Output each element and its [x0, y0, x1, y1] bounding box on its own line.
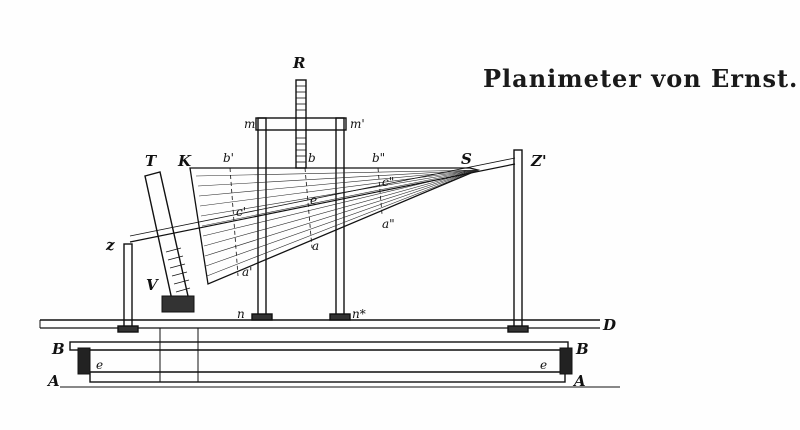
end-clamp-left [77, 347, 91, 375]
spindle-r [295, 79, 307, 169]
label-z-prime: Z' [530, 152, 547, 170]
columns [117, 117, 529, 333]
beam-b-body [79, 349, 563, 373]
label-b-prime: b' [223, 151, 234, 165]
label-b-dprime: b" [372, 151, 385, 165]
label-c-prime: c' [236, 205, 246, 219]
plate-title: Planimeter von Ernst. [483, 64, 799, 93]
foot-n-star [329, 313, 351, 321]
label-n: n [237, 307, 245, 321]
foot-n [251, 313, 273, 321]
beam-a [89, 371, 566, 383]
axis-rod [129, 163, 516, 243]
inclined-bar [144, 171, 195, 313]
label-v: V [146, 276, 159, 294]
base-structure [39, 319, 620, 388]
label-b-right: B [575, 340, 589, 358]
label-t: T [145, 152, 158, 170]
foot-z [117, 325, 139, 333]
label-c-dprime: c" [382, 175, 394, 189]
axis-rod-upper [129, 157, 516, 237]
column-z-prime [513, 149, 523, 331]
foot-z-prime [507, 325, 529, 333]
label-b: b [308, 151, 316, 165]
spindle-assembly [255, 79, 347, 169]
label-s: S [461, 150, 472, 168]
label-a-dprime: a" [382, 217, 395, 231]
label-r: R [292, 54, 305, 72]
label-a: a [312, 239, 319, 253]
section-a [304, 167, 313, 249]
label-e-mid: e [310, 193, 317, 207]
label-a-right: A [572, 372, 586, 390]
label-m-prime: m' [350, 117, 365, 131]
end-clamp-right [559, 347, 573, 375]
label-m: m [244, 117, 255, 131]
label-e-right: e [540, 358, 547, 372]
label-d: D [602, 316, 616, 334]
crossbar-m [255, 117, 347, 131]
column-n-left [257, 117, 267, 319]
label-e-left: e [96, 358, 103, 372]
label-a-left: A [46, 372, 60, 390]
conical-drum [129, 157, 516, 285]
label-a-prime: a' [242, 265, 252, 279]
reference-labels: R m m' T K b' b b" S Z' c" e c' a" z a a… [46, 54, 616, 390]
label-k: K [177, 152, 192, 170]
beam-b-top [69, 341, 569, 351]
label-b-left: B [51, 340, 65, 358]
label-n-star: n* [352, 307, 366, 321]
foot-v [161, 295, 195, 313]
label-z: z [105, 236, 115, 254]
column-z [123, 243, 133, 331]
